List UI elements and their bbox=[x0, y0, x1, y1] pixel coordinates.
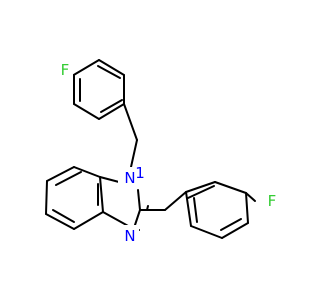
bond-36 bbox=[185, 191, 192, 227]
bond-21 bbox=[45, 180, 48, 215]
bond-16 bbox=[102, 211, 131, 228]
bond-4 bbox=[98, 103, 125, 120]
nitrogen-1-label-bg bbox=[118, 167, 146, 189]
bond-2 bbox=[98, 59, 125, 76]
nitrogen-atom-1: N bbox=[124, 169, 135, 187]
bond-28 bbox=[185, 181, 216, 193]
bond-33 bbox=[221, 222, 249, 239]
bond-17 bbox=[99, 176, 104, 213]
fluorine-top-label-bg bbox=[57, 60, 73, 82]
bond-27 bbox=[164, 191, 187, 211]
bond-1 bbox=[97, 65, 121, 79]
bond-9 bbox=[123, 103, 138, 141]
bond-29 bbox=[187, 185, 215, 199]
bond-12 bbox=[137, 189, 141, 211]
nitrogen-3-label-bg bbox=[121, 225, 139, 247]
nitrogen-position-number: 1 bbox=[135, 164, 145, 182]
nitrogen-atom-3: N bbox=[124, 227, 135, 245]
bond-0 bbox=[71, 59, 100, 77]
bond-19 bbox=[46, 166, 75, 182]
bond-35 bbox=[190, 225, 223, 239]
bond-11 bbox=[99, 176, 120, 183]
bond-5 bbox=[100, 99, 123, 113]
bond-32 bbox=[245, 192, 249, 224]
bond-23 bbox=[52, 209, 75, 223]
fluorine-right-label-bg bbox=[264, 190, 280, 212]
bond-10 bbox=[130, 139, 138, 168]
bond-31 bbox=[245, 192, 256, 202]
bond-20 bbox=[55, 171, 82, 186]
atom-label-layer: F F N 1 N bbox=[57, 60, 280, 247]
bond-22 bbox=[45, 213, 75, 230]
bond-37 bbox=[193, 197, 198, 223]
bond-24 bbox=[73, 211, 104, 230]
fluorine-atom-top: F bbox=[61, 61, 70, 79]
bond-30 bbox=[214, 181, 247, 194]
bond-34 bbox=[220, 218, 242, 231]
molecule-diagram: F F N 1 N bbox=[45, 59, 280, 247]
fluorine-atom-right: F bbox=[268, 192, 277, 210]
bond-6 bbox=[73, 103, 100, 120]
bond-layer bbox=[45, 59, 256, 239]
bond-18 bbox=[73, 166, 101, 178]
